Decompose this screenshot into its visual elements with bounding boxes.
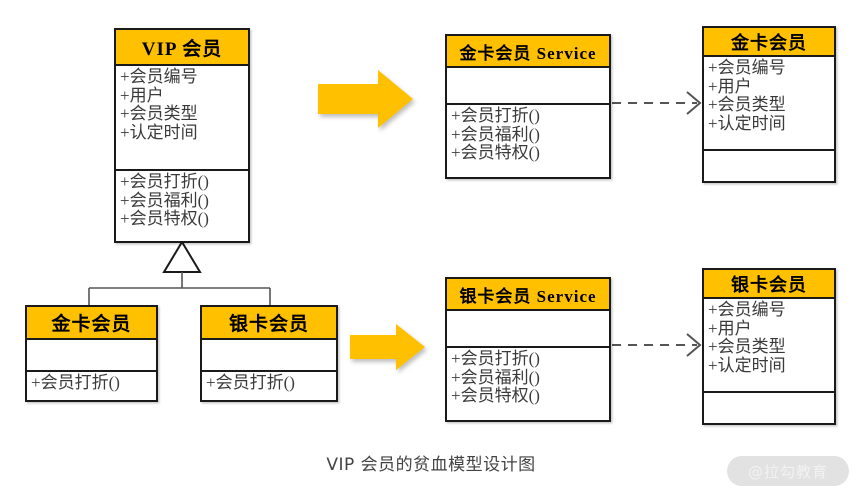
- attribute-row: +用户: [708, 76, 752, 96]
- attribute-row: +会员编号: [708, 300, 786, 319]
- class-header-silver-service: 银卡会员 Service: [447, 279, 609, 311]
- class-header-silver-subclass: 银卡会员: [202, 307, 336, 340]
- method-row: +会员打折(): [451, 349, 540, 368]
- class-header-silver-entity: 银卡会员: [704, 270, 834, 299]
- flow-arrow-bottom-icon: [350, 322, 426, 372]
- class-attributes-gold-entity: +会员编号 +用户 +会员类型 +认定时间: [704, 57, 834, 149]
- class-attributes-vip: +会员编号 +用户 +会员类型 +认定时间: [116, 66, 248, 169]
- class-methods-vip: +会员打折() +会员福利() +会员特权(): [116, 169, 248, 241]
- class-box-gold-service[interactable]: 金卡会员 Service +会员打折() +会员福利() +会员特权(): [445, 34, 611, 179]
- flow-arrow-top-icon: [318, 68, 414, 130]
- class-box-silver-subclass[interactable]: 银卡会员 +会员打折(): [200, 305, 338, 402]
- attribute-row: +会员类型: [120, 104, 198, 124]
- class-box-gold-entity[interactable]: 金卡会员 +会员编号 +用户 +会员类型 +认定时间: [702, 26, 836, 183]
- dependency-arrowhead-silver: [686, 333, 702, 357]
- class-header-gold-service: 金卡会员 Service: [447, 36, 609, 68]
- class-methods-silver-service: +会员打折() +会员福利() +会员特权(): [447, 346, 609, 420]
- class-header-gold-subclass: 金卡会员: [27, 307, 156, 340]
- class-attributes-silver-service: [447, 311, 609, 346]
- method-row: +会员打折(): [451, 106, 540, 125]
- generalization-connector-group: [88, 240, 271, 305]
- class-methods-gold-subclass: +会员打折(): [27, 370, 156, 400]
- diagram-caption: VIP 会员的贫血模型设计图: [326, 455, 536, 475]
- method-row: +会员特权(): [451, 386, 540, 406]
- method-row: +会员福利(): [120, 190, 209, 210]
- class-attributes-gold-subclass: [27, 340, 156, 370]
- attribute-row: +认定时间: [708, 355, 786, 375]
- class-box-silver-service[interactable]: 银卡会员 Service +会员打折() +会员福利() +会员特权(): [445, 277, 611, 422]
- method-row: +会员福利(): [451, 124, 540, 144]
- method-row: +会员打折(): [206, 373, 295, 392]
- method-row: +会员特权(): [120, 209, 209, 229]
- attribute-row: +会员类型: [708, 337, 786, 357]
- dependency-arrowhead-gold: [686, 91, 702, 115]
- class-header-vip: VIP 会员: [116, 30, 248, 66]
- dependency-connector-gold: [612, 91, 702, 115]
- attribute-row: +会员编号: [120, 67, 198, 86]
- dependency-connector-silver: [612, 333, 702, 357]
- class-methods-gold-service: +会员打折() +会员福利() +会员特权(): [447, 103, 609, 177]
- attribute-row: +用户: [708, 318, 752, 338]
- class-methods-gold-entity: [704, 149, 834, 181]
- class-attributes-silver-subclass: [202, 340, 336, 370]
- method-row: +会员特权(): [451, 143, 540, 163]
- class-box-silver-entity[interactable]: 银卡会员 +会员编号 +用户 +会员类型 +认定时间: [702, 268, 836, 425]
- class-attributes-gold-service: [447, 68, 609, 103]
- watermark-badge: @拉勾教育: [727, 456, 849, 486]
- method-row: +会员打折(): [120, 172, 209, 191]
- method-row: +会员打折(): [31, 373, 120, 392]
- class-methods-silver-subclass: +会员打折(): [202, 370, 336, 400]
- attribute-row: +会员编号: [708, 58, 786, 77]
- generalization-triangle: [162, 240, 202, 273]
- method-row: +会员福利(): [451, 367, 540, 387]
- class-box-gold-subclass[interactable]: 金卡会员 +会员打折(): [25, 305, 158, 402]
- attribute-row: +认定时间: [120, 122, 198, 142]
- class-attributes-silver-entity: +会员编号 +用户 +会员类型 +认定时间: [704, 299, 834, 391]
- attribute-row: +用户: [120, 85, 164, 105]
- class-header-gold-entity: 金卡会员: [704, 28, 834, 57]
- attribute-row: +会员类型: [708, 95, 786, 115]
- attribute-row: +认定时间: [708, 113, 786, 133]
- class-methods-silver-entity: [704, 391, 834, 423]
- class-box-vip[interactable]: VIP 会员 +会员编号 +用户 +会员类型 +认定时间 +会员打折() +会员…: [114, 28, 250, 243]
